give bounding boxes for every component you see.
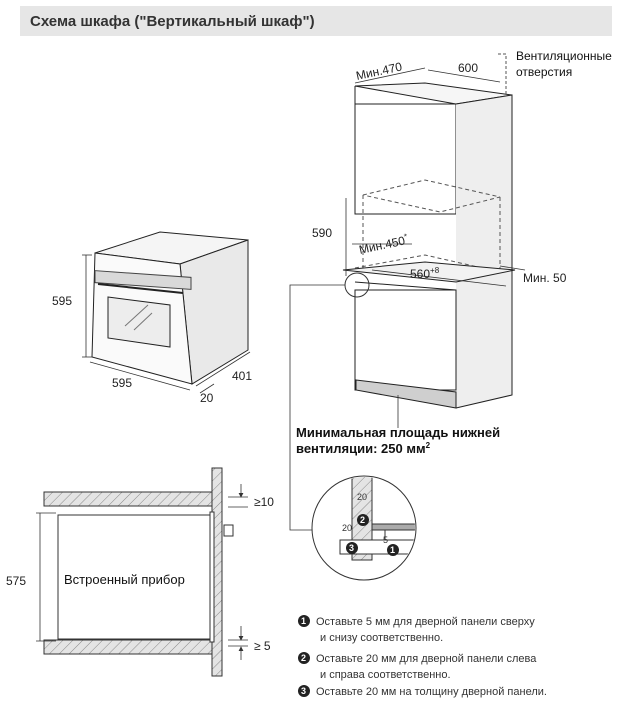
vent-label-line1: Вентиляционные [516,49,612,63]
notes-list: 1 Оставьте 5 мм для дверной панели сверх… [298,615,547,698]
cabinet-drawing [289,53,526,531]
section-height-label: 575 [6,574,26,588]
vent-label-line2: отверстия [516,65,572,79]
detail-top-20: 20 [357,492,367,502]
detail-marker-3: 3 [349,543,354,553]
min-depth-label: Мин.470 [355,59,404,82]
bottom-vent-line2: вентиляции: 250 мм2 [296,441,431,456]
detail-marker-1: 1 [390,545,395,555]
page-title: Схема шкафа ("Вертикальный шкаф") [30,12,315,30]
detail-marker-2: 2 [360,515,365,525]
note-3-number: 3 [301,686,306,696]
detail-side-20: 20 [342,523,352,533]
detail-5: 5 [383,535,388,545]
oven-width-label: 595 [112,376,132,390]
min-gap-label: Мин. 50 [523,271,567,285]
note-2-line2: и справа соответственно. [320,669,451,681]
bottom-gap-label: ≥ 5 [254,639,271,653]
detail-magnified [311,475,417,581]
niche-width-label: 560+8 [410,266,440,281]
built-in-appliance-label: Встроенный прибор [64,572,185,587]
niche-height-label: 590 [312,226,332,240]
note-1-number: 1 [301,616,306,626]
note-2-line1: Оставьте 20 мм для дверной панели слева [316,653,537,665]
header-bar: Схема шкафа ("Вертикальный шкаф") [20,6,612,36]
oven-door-label: 20 [200,391,214,405]
top-gap-label: ≥10 [254,495,274,509]
oven-dimensions [82,254,251,394]
bottom-vent-line1: Минимальная площадь нижней [296,425,500,440]
oven-depth-label: 401 [232,369,252,383]
note-3-line1: Оставьте 20 мм на толщину дверной панели… [316,686,547,698]
note-2-number: 2 [301,653,306,663]
min-niche-depth-label: Мин.450* [358,232,410,257]
section-view [36,467,248,677]
note-1-line2: и снизу соответственно. [320,632,443,644]
note-1-line1: Оставьте 5 мм для дверной панели сверху [316,616,535,628]
oven-height-label: 595 [52,294,72,308]
oven-isometric [91,231,249,385]
cabinet-width-label: 600 [458,61,478,75]
